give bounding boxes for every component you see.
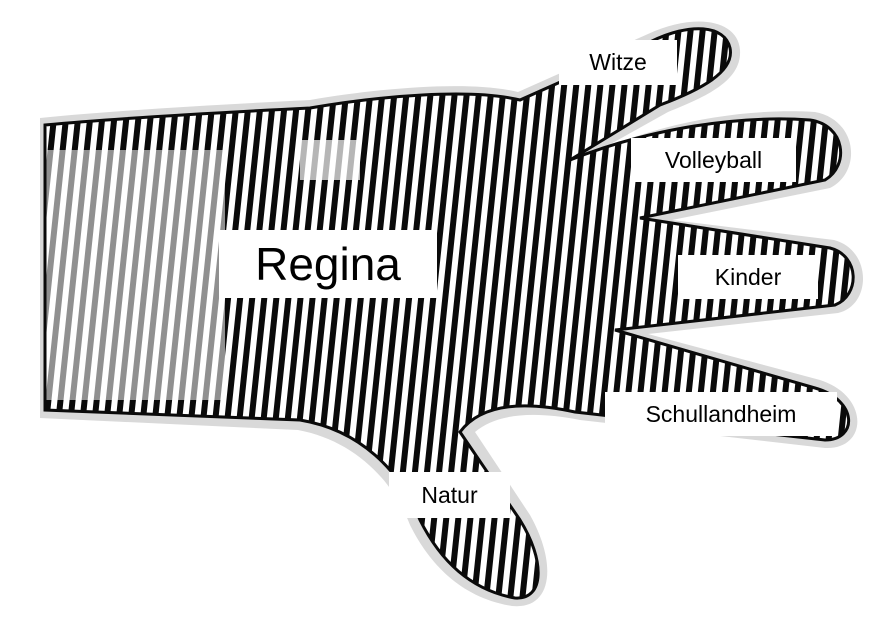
- center-label: Regina: [219, 230, 437, 298]
- finger-label-schullandheim: Schullandheim: [605, 392, 837, 436]
- finger-label-kinder: Kinder: [678, 255, 818, 299]
- finger-label-natur: Natur: [389, 472, 510, 518]
- finger-label-volleyball: Volleyball: [631, 138, 796, 182]
- finger-label-witze: Witze: [559, 40, 677, 85]
